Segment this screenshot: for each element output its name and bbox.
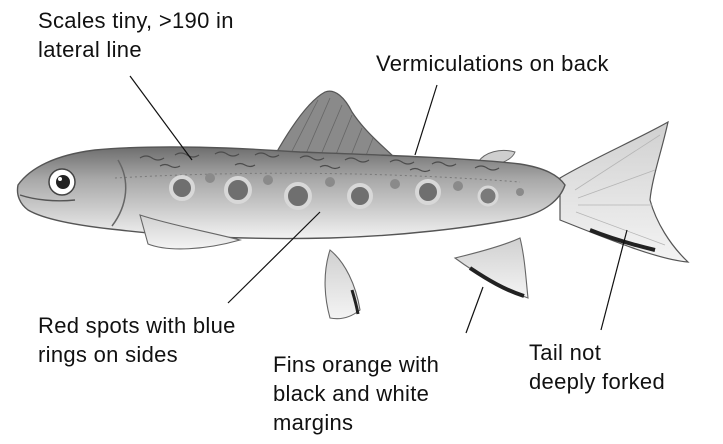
label-vermiculations: Vermiculations on back <box>376 49 609 78</box>
label-scales: Scales tiny, >190 in lateral line <box>38 6 234 64</box>
leader-tail <box>601 230 627 330</box>
leader-vermiculations <box>415 85 437 155</box>
anal-fin <box>455 238 528 298</box>
pelvic-fin <box>325 250 360 319</box>
leader-fins <box>466 287 483 333</box>
label-tail: Tail not deeply forked <box>529 338 665 396</box>
eye <box>49 169 75 195</box>
dorsal-fin <box>275 91 395 158</box>
label-red-spots: Red spots with blue rings on sides <box>38 311 236 369</box>
label-fins: Fins orange with black and white margins <box>273 350 439 437</box>
